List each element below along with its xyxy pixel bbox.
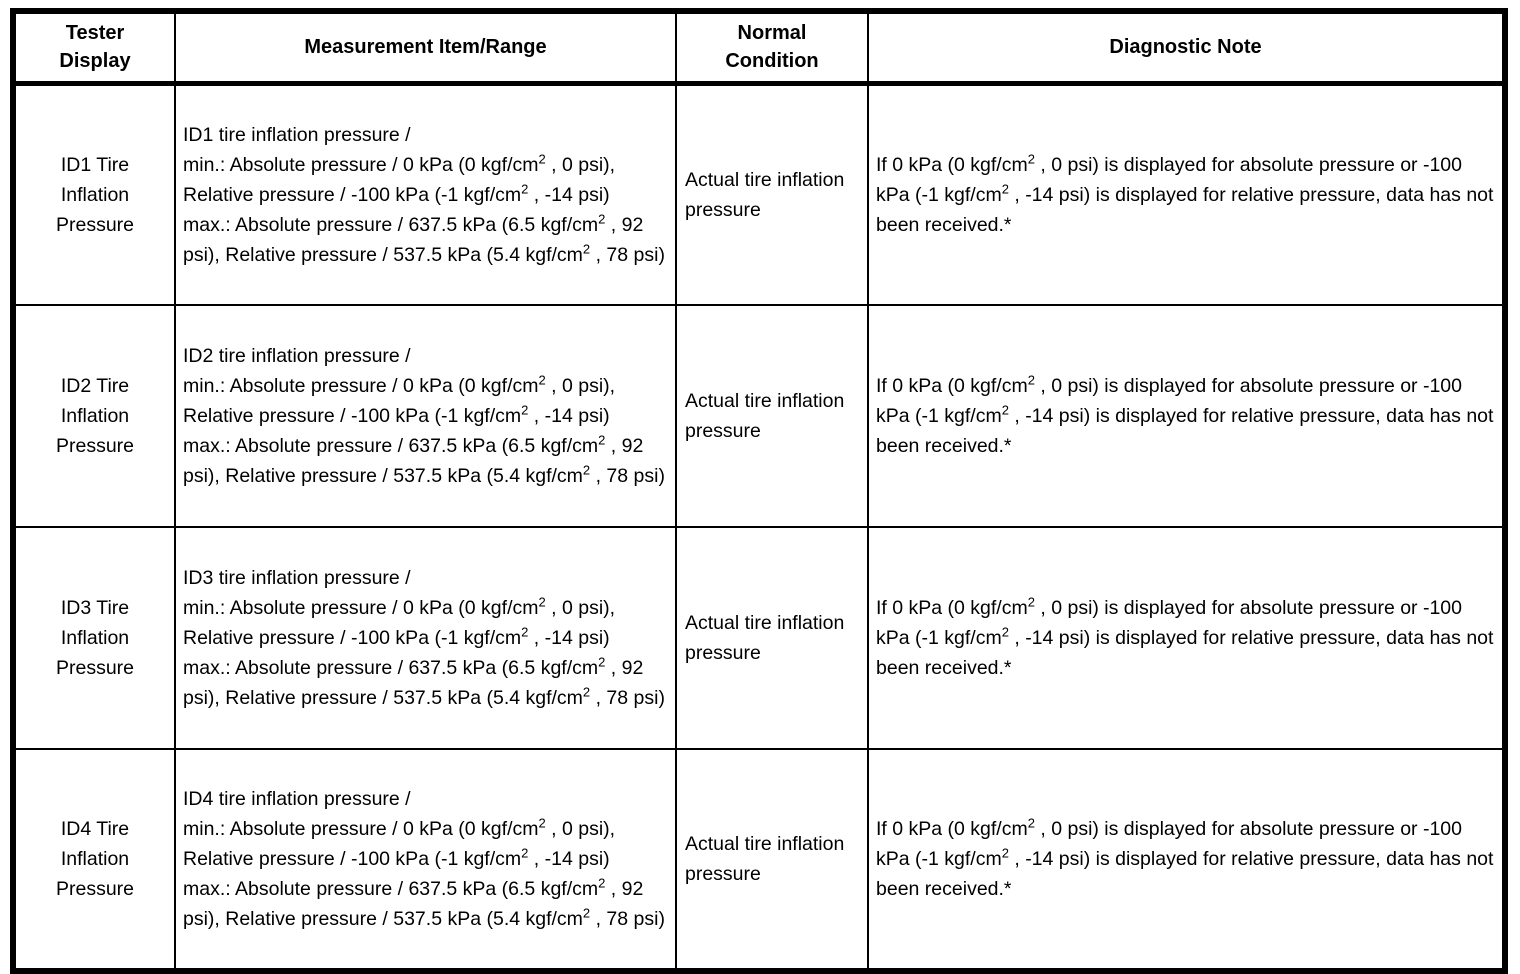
normal-condition-cell: Actual tire inflation pressure [675, 526, 869, 750]
table-row: ID2 Tire Inflation Pressure ID2 tire inf… [12, 304, 1506, 528]
table-body: ID1 Tire Inflation Pressure ID1 tire inf… [12, 82, 1506, 972]
table-row: ID1 Tire Inflation Pressure ID1 tire inf… [12, 82, 1506, 306]
diagnostic-note-cell: If 0 kPa (0 kgf/cm2 , 0 psi) is displaye… [867, 526, 1506, 750]
measurement-item-range-cell: ID4 tire inflation pressure /min.: Absol… [174, 748, 677, 972]
normal-condition-cell: Actual tire inflation pressure [675, 748, 869, 972]
tester-display-cell: ID1 Tire Inflation Pressure [12, 82, 176, 306]
table-row: ID4 Tire Inflation Pressure ID4 tire inf… [12, 748, 1506, 972]
header-diagnostic-note: Diagnostic Note [867, 10, 1506, 86]
measurement-item-range-cell: ID1 tire inflation pressure /min.: Absol… [174, 82, 677, 306]
normal-condition-cell: Actual tire inflation pressure [675, 304, 869, 528]
measurement-item-range-cell: ID2 tire inflation pressure /min.: Absol… [174, 304, 677, 528]
diagnostic-note-cell: If 0 kPa (0 kgf/cm2 , 0 psi) is displaye… [867, 82, 1506, 306]
normal-condition-cell: Actual tire inflation pressure [675, 82, 869, 306]
tester-display-cell: ID4 Tire Inflation Pressure [12, 748, 176, 972]
table-row: ID3 Tire Inflation Pressure ID3 tire inf… [12, 526, 1506, 750]
measurement-item-range-cell: ID3 tire inflation pressure /min.: Absol… [174, 526, 677, 750]
diagnostic-note-cell: If 0 kPa (0 kgf/cm2 , 0 psi) is displaye… [867, 304, 1506, 528]
diagnostic-note-cell: If 0 kPa (0 kgf/cm2 , 0 psi) is displaye… [867, 748, 1506, 972]
tester-display-cell: ID2 Tire Inflation Pressure [12, 304, 176, 528]
tester-display-cell: ID3 Tire Inflation Pressure [12, 526, 176, 750]
header-measurement-item-range: Measurement Item/Range [174, 10, 677, 86]
